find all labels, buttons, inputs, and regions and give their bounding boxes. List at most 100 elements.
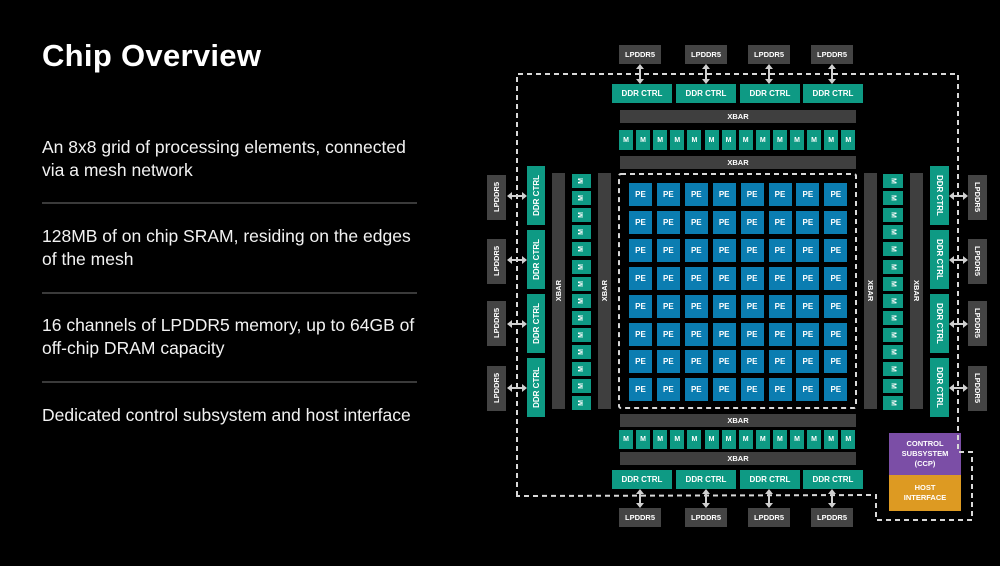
- pe-r3-c4: PE: [712, 238, 736, 262]
- arrow-top-3-head-up: [765, 64, 773, 69]
- ddr-ctrl-top-2: DDR CTRL: [676, 84, 736, 103]
- arrow-top-1-head-up: [636, 64, 644, 69]
- pe-r3-c6: PE: [768, 238, 792, 262]
- pe-r1-c7: PE: [796, 183, 820, 206]
- arrow-left-2-head-left: [507, 256, 512, 264]
- lpddr5-left-4: LPDDR5: [487, 366, 506, 411]
- pe-r3-c2: PE: [656, 238, 680, 262]
- ddr-ctrl-bottom-2: DDR CTRL: [676, 470, 736, 489]
- memory-left-2: M: [572, 191, 591, 206]
- pe-r1-c5: PE: [740, 183, 764, 206]
- pe-r7-c3: PE: [684, 350, 708, 374]
- memory-left-10: M: [572, 327, 591, 342]
- memory-left-6: M: [572, 259, 591, 274]
- memory-left-14: M: [572, 396, 591, 411]
- memory-right-6: M: [883, 259, 903, 274]
- memory-bottom-3: M: [653, 430, 668, 449]
- ddr-ctrl-left-1: DDR CTRL: [527, 166, 545, 225]
- pe-r2-c7: PE: [796, 210, 820, 234]
- memory-top-2: M: [636, 130, 651, 150]
- pe-r8-c2: PE: [656, 378, 680, 402]
- pe-r7-c8: PE: [824, 350, 848, 374]
- lpddr5-top-2: LPDDR5: [685, 45, 727, 64]
- memory-right-14: M: [883, 396, 903, 411]
- bullet-3: 16 channels of LPDDR5 memory, up to 64GB…: [42, 315, 415, 358]
- lpddr5-bottom-1: LPDDR5: [619, 508, 661, 527]
- pe-r1-c1: PE: [629, 183, 652, 206]
- ddr-ctrl-bottom-1: DDR CTRL: [612, 470, 672, 489]
- memory-left-12: M: [572, 362, 591, 377]
- pe-r5-c7: PE: [796, 294, 820, 318]
- control-subsystem-block: CONTROL SUBSYSTEM (CCP): [889, 433, 961, 475]
- memory-right-11: M: [883, 345, 903, 359]
- pe-r4-c5: PE: [740, 266, 764, 290]
- pe-r7-c6: PE: [768, 350, 792, 374]
- host-interface-block: HOST INTERFACE: [889, 475, 961, 511]
- divider-1: [42, 202, 417, 204]
- pe-r6-c2: PE: [656, 322, 680, 346]
- ddr-ctrl-top-3: DDR CTRL: [740, 84, 800, 103]
- pe-r3-c3: PE: [684, 238, 708, 262]
- memory-right-4: M: [883, 225, 903, 240]
- pe-r7-c5: PE: [740, 350, 764, 374]
- pe-r5-c6: PE: [768, 294, 792, 318]
- memory-bottom-13: M: [824, 430, 839, 449]
- ddr-ctrl-left-3: DDR CTRL: [527, 294, 545, 353]
- memory-bottom-8: M: [738, 430, 753, 449]
- memory-top-11: M: [790, 130, 804, 150]
- pe-r3-c7: PE: [796, 238, 820, 262]
- pe-r7-c2: PE: [656, 350, 680, 374]
- xbar-top-outer: XBAR: [620, 110, 856, 123]
- pe-r5-c5: PE: [740, 294, 764, 318]
- pe-r5-c3: PE: [684, 294, 708, 318]
- pe-r1-c6: PE: [768, 183, 792, 206]
- ddr-ctrl-top-4: DDR CTRL: [803, 84, 863, 103]
- arrow-top-2-head-up: [702, 64, 710, 69]
- memory-top-4: M: [670, 130, 685, 150]
- pe-r4-c8: PE: [824, 266, 848, 290]
- ddr-ctrl-left-4: DDR CTRL: [527, 358, 545, 417]
- arrow-bottom-2-head-up: [702, 489, 710, 494]
- ddr-ctrl-right-3: DDR CTRL: [930, 294, 949, 353]
- memory-top-8: M: [738, 130, 753, 150]
- lpddr5-left-3: LPDDR5: [487, 301, 506, 346]
- pe-r4-c7: PE: [796, 266, 820, 290]
- memory-top-6: M: [704, 130, 719, 150]
- lpddr5-bottom-2: LPDDR5: [685, 508, 727, 527]
- memory-bottom-10: M: [772, 430, 787, 449]
- memory-bottom-12: M: [807, 430, 822, 449]
- memory-right-3: M: [883, 208, 903, 223]
- lpddr5-top-1: LPDDR5: [619, 45, 661, 64]
- arrow-left-1-head-left: [507, 192, 512, 200]
- arrow-right-2-head-left: [949, 256, 954, 264]
- ddr-ctrl-right-1: DDR CTRL: [930, 166, 949, 225]
- pe-mesh-boundary: [618, 173, 857, 409]
- memory-right-5: M: [883, 242, 903, 257]
- pe-r4-c4: PE: [712, 266, 736, 290]
- memory-top-5: M: [687, 130, 702, 150]
- arrow-top-4-head-up: [828, 64, 836, 69]
- xbar-right-outer: XBAR: [910, 173, 923, 409]
- ddr-ctrl-left-2: DDR CTRL: [527, 230, 545, 289]
- memory-right-1: M: [883, 174, 903, 188]
- bullet-2: 128MB of on chip SRAM, residing on the e…: [42, 226, 411, 269]
- pe-r6-c7: PE: [796, 322, 820, 346]
- lpddr5-left-2: LPDDR5: [487, 239, 506, 284]
- pe-r5-c4: PE: [712, 294, 736, 318]
- pe-r5-c8: PE: [824, 294, 848, 318]
- lpddr5-right-2: LPDDR5: [968, 239, 987, 284]
- memory-bottom-5: M: [687, 430, 702, 449]
- memory-right-8: M: [883, 293, 903, 308]
- pe-r6-c1: PE: [629, 322, 652, 346]
- memory-bottom-7: M: [721, 430, 736, 449]
- arrow-left-3-head-left: [507, 320, 512, 328]
- memory-left-4: M: [572, 225, 591, 240]
- memory-bottom-1: M: [619, 430, 633, 449]
- lpddr5-top-4: LPDDR5: [811, 45, 853, 64]
- pe-r6-c6: PE: [768, 322, 792, 346]
- arrow-bottom-4-head-up: [828, 489, 836, 494]
- pe-r3-c5: PE: [740, 238, 764, 262]
- memory-top-14: M: [841, 130, 856, 150]
- pe-r7-c7: PE: [796, 350, 820, 374]
- xbar-right-inner: XBAR: [864, 173, 877, 409]
